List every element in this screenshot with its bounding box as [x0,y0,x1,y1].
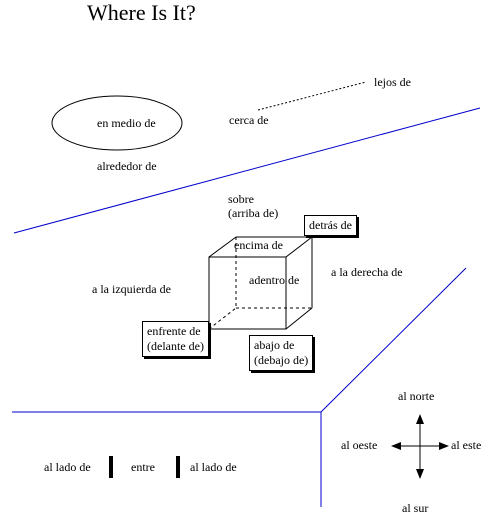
label-detras-de: detrás de [304,215,357,236]
label-abajo-de: abajo de (debajo de) [249,335,314,371]
en-medio-ellipse [51,95,183,151]
label-adentro-de: adentro de [249,273,300,287]
label-al-oeste: al oeste [341,438,378,452]
label-a-la-izquierda-de: a la izquierda de [92,282,171,296]
label-cerca-de: cerca de [229,113,269,127]
cube-top-left-edge [208,236,237,258]
divider-diagonal-right [320,267,467,413]
label-al-lado-de-left: al lado de [44,460,91,474]
label-lejos-de: lejos de [374,75,411,89]
arrow-south-icon [416,469,424,479]
label-al-este: al este [451,438,482,452]
cube-bottom-right-edge [285,307,313,330]
cube-hidden-diagonal [208,307,237,330]
label-alrededor-de: alrededor de [97,159,157,173]
label-al-sur: al sur [402,501,429,514]
cube-front-face [208,256,287,330]
label-enfrente-de: enfrente de (delante de) [142,321,209,357]
compass-arrows [391,414,449,479]
arrow-west-icon [391,442,401,450]
arrow-north-icon [416,414,424,424]
label-a-la-derecha-de: a la derecha de [331,265,403,279]
label-al-norte: al norte [398,389,435,403]
divider-diagonal-top [13,107,481,234]
page-title: Where Is It? [87,0,196,25]
label-encima-de: encima de [234,238,283,252]
separator-bar-right [176,456,180,478]
label-sobre: sobre (arriba de) [228,192,279,220]
cube-top-right-edge [285,236,313,258]
label-en-medio-de: en medio de [97,116,156,130]
distance-dotted-line [257,81,367,111]
label-entre: entre [131,460,155,474]
label-al-lado-de-right: al lado de [190,460,237,474]
separator-bar-left [109,456,113,478]
arrow-east-icon [439,442,449,450]
